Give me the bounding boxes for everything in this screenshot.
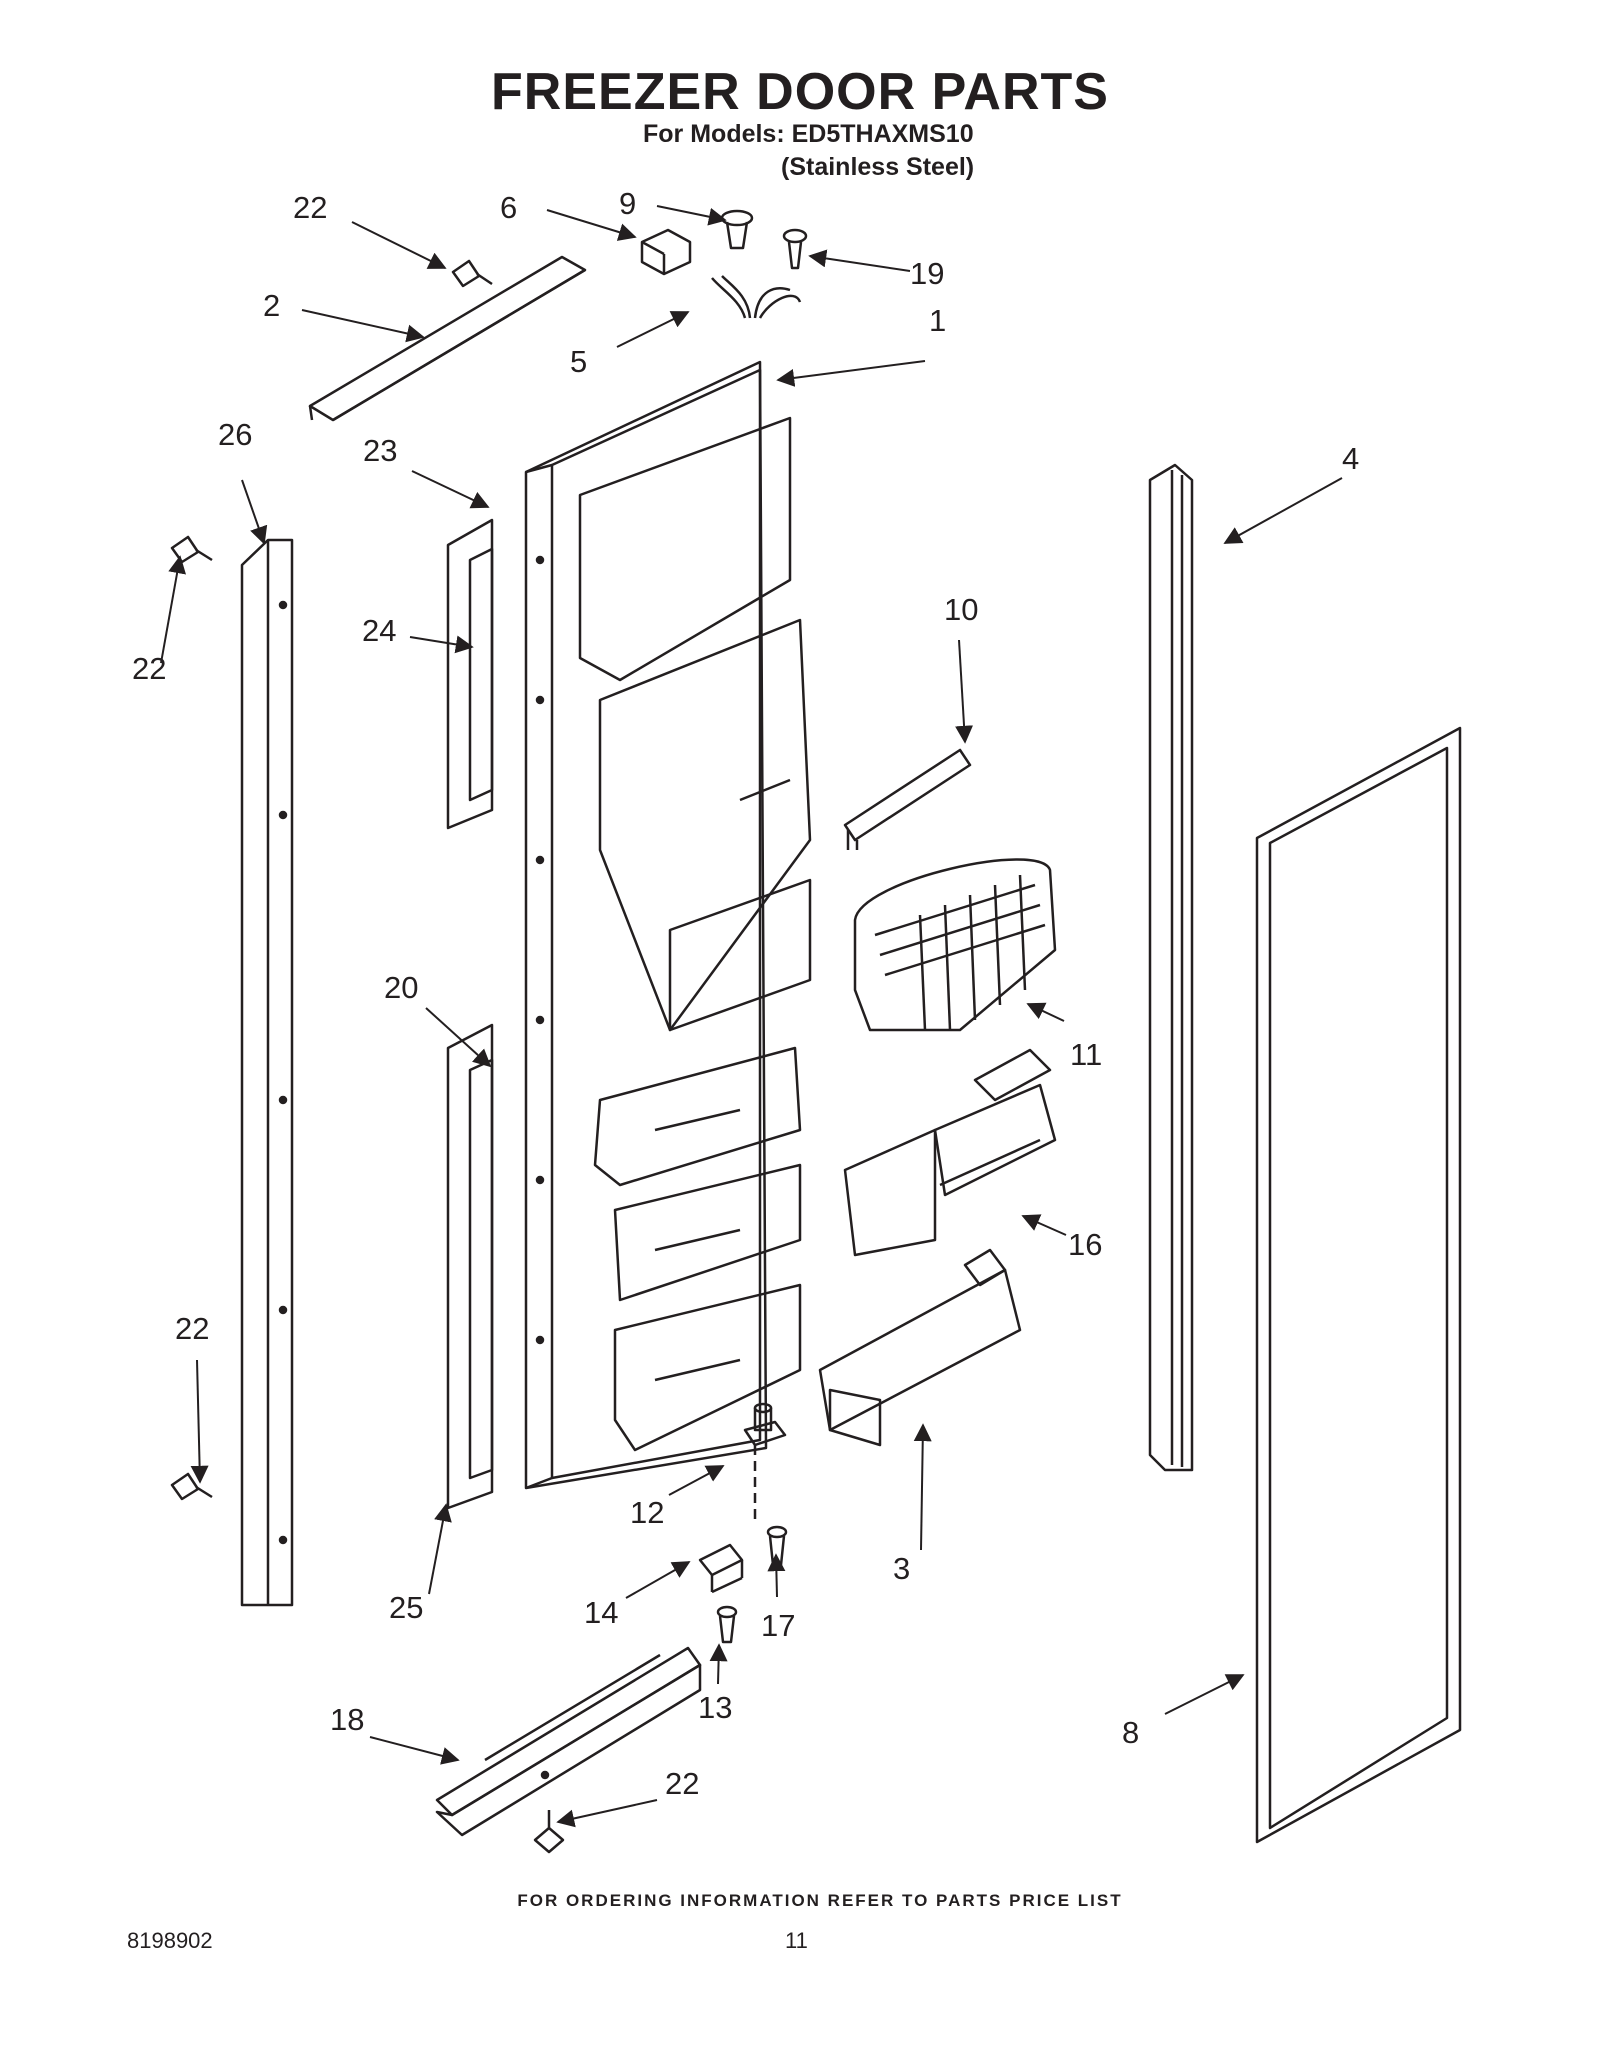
callout-13: 13 <box>698 1690 732 1725</box>
callout-8: 8 <box>1122 1715 1139 1750</box>
plug-part <box>720 209 754 250</box>
callout-26: 26 <box>218 417 252 452</box>
callout-4: 4 <box>1342 441 1359 476</box>
screw-19-part <box>782 228 808 270</box>
callout-25: 25 <box>389 1590 423 1625</box>
door-bin-part <box>843 1048 1057 1257</box>
callout-14: 14 <box>584 1595 618 1630</box>
callout-19: 19 <box>910 256 944 291</box>
callout-10: 10 <box>944 592 978 627</box>
leader-arrows <box>160 205 1343 1828</box>
callout-5: 5 <box>570 344 587 379</box>
door-trim-right-part <box>1148 463 1194 1472</box>
lower-panel-part <box>446 1023 494 1510</box>
upper-panel-part <box>446 518 494 830</box>
callout-9: 9 <box>619 186 636 221</box>
screw-bottom-part <box>533 1810 565 1854</box>
callout-17: 17 <box>761 1608 795 1643</box>
lower-bin-part <box>818 1248 1022 1447</box>
callout-1: 1 <box>929 303 946 338</box>
door-liner-part <box>524 360 812 1490</box>
callout-2: 2 <box>263 288 280 323</box>
callout-22-top: 22 <box>293 190 327 225</box>
document-number: 8198902 <box>127 1928 213 1953</box>
door-trim-left-part <box>240 538 294 1607</box>
callout-6: 6 <box>500 190 517 225</box>
callout-11: 11 <box>1070 1037 1102 1072</box>
page-title: FREEZER DOOR PARTS <box>491 63 1109 121</box>
callout-16: 16 <box>1068 1227 1102 1262</box>
callout-labels: 1 2 3 4 5 6 8 9 10 11 12 13 14 16 17 18 … <box>132 186 1359 1801</box>
callout-18: 18 <box>330 1702 364 1737</box>
hinge-pin-part <box>743 1402 787 1520</box>
callout-23: 23 <box>363 433 397 468</box>
chute-bracket-part <box>843 748 972 850</box>
top-hinge-cover-part <box>308 255 587 422</box>
wire-harness-part <box>711 275 802 319</box>
callout-24: 24 <box>362 613 396 648</box>
switch-part <box>640 228 692 276</box>
door-gasket-part <box>1255 726 1462 1844</box>
page-number: 11 <box>785 1928 808 1953</box>
bottom-hinge-cover-part <box>435 1646 702 1837</box>
callout-3: 3 <box>893 1551 910 1586</box>
ordering-note: FOR ORDERING INFORMATION REFER TO PARTS … <box>517 1891 1123 1910</box>
callout-22-left-upper: 22 <box>132 651 166 686</box>
screw-left-upper-part <box>170 535 213 564</box>
models-line: For Models: ED5THAXMS10 <box>643 120 974 148</box>
wire-basket-part <box>853 858 1057 1032</box>
hinge-bracket-part <box>698 1543 744 1594</box>
callout-22-bottom: 22 <box>665 1766 699 1801</box>
callout-20: 20 <box>384 970 418 1005</box>
screw-left-lower-part <box>170 1472 213 1501</box>
screw-top-part <box>451 259 493 288</box>
callout-22-left-lower: 22 <box>175 1311 209 1346</box>
finish-line: (Stainless Steel) <box>781 153 975 181</box>
screw-13-part <box>716 1605 738 1644</box>
callout-12: 12 <box>630 1495 664 1530</box>
